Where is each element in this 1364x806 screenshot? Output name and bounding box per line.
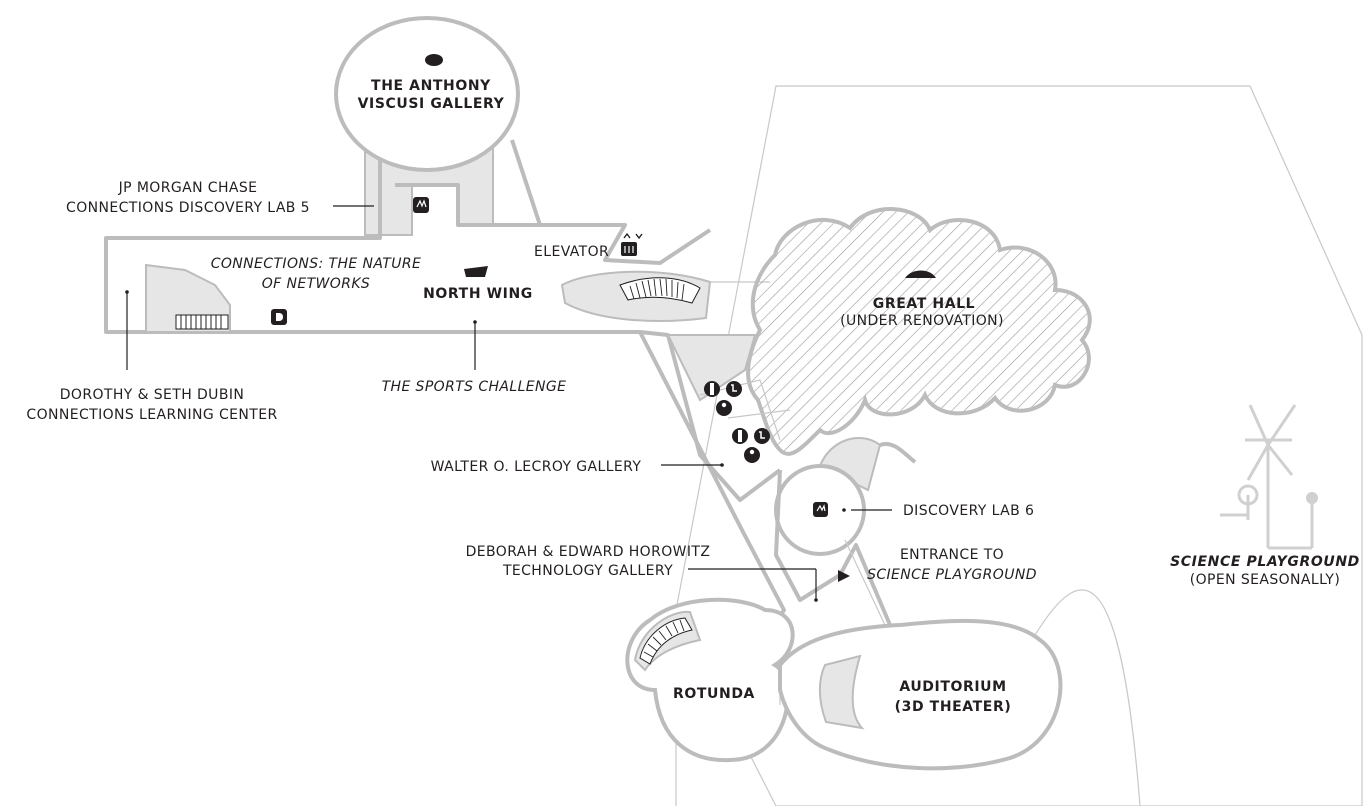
great-hall-note: (UNDER RENOVATION) [840, 313, 1004, 329]
arrow-right-icon [838, 570, 850, 582]
north-wing[interactable] [104, 139, 786, 630]
elevator-label: ELEVATOR [534, 244, 609, 260]
auditorium[interactable] [778, 618, 1063, 771]
horowitz-label-line2: TECHNOLOGY GALLERY [502, 563, 673, 579]
playground-label-line2: (OPEN SEASONALLY) [1190, 572, 1341, 588]
d-icon [271, 309, 287, 325]
family-restroom-icon [716, 400, 732, 416]
viscusi-label-line1: THE ANTHONY [371, 78, 491, 94]
hand-icon [813, 502, 828, 517]
rotunda-label: ROTUNDA [673, 686, 755, 702]
north-wing-label: NORTH WING [423, 286, 533, 302]
jp-morgan-label-line2: CONNECTIONS DISCOVERY LAB 5 [66, 200, 310, 216]
discovery-lab-5-icon [413, 197, 429, 213]
lecroy-gallery[interactable] [639, 330, 791, 502]
dubin-label-line1: DOROTHY & SETH DUBIN [60, 387, 245, 403]
family-restroom-icon [744, 447, 760, 463]
dubin-label-line2: CONNECTIONS LEARNING CENTER [26, 407, 277, 423]
leader-lines [125, 205, 892, 602]
restroom-group-lower [732, 428, 770, 463]
elevator-icon [621, 232, 643, 256]
entrance-label-line2: SCIENCE PLAYGROUND [867, 567, 1037, 583]
restroom-group-upper [704, 381, 742, 416]
horowitz-gallery[interactable] [774, 469, 892, 626]
horowitz-label-line1: DEBORAH & EDWARD HOROWITZ [466, 544, 711, 560]
gallery-marker-icon [425, 54, 443, 66]
discovery-lab-6[interactable] [774, 437, 917, 556]
viscusi-label-line2: VISCUSI GALLERY [358, 96, 505, 112]
auditorium-label-line2: (3D THEATER) [895, 699, 1012, 715]
rotunda[interactable] [625, 597, 795, 763]
wheelchair-icon [754, 428, 770, 444]
great-hall-icon [905, 270, 936, 278]
great-hall[interactable] [746, 207, 1092, 456]
jp-morgan-label-line1: JP MORGAN CHASE [118, 180, 258, 196]
playground-label-line1: SCIENCE PLAYGROUND [1170, 554, 1360, 570]
wheelchair-icon [726, 381, 742, 397]
entrance-label-line1: ENTRANCE TO [900, 547, 1004, 563]
connections-exhibit-line1: CONNECTIONS: THE NATURE [211, 256, 422, 272]
discovery-lab-6-label: DISCOVERY LAB 6 [903, 503, 1034, 519]
auditorium-label-line1: AUDITORIUM [899, 679, 1006, 695]
playground-windmill-icon [1220, 404, 1318, 550]
sports-challenge-label: THE SPORTS CHALLENGE [382, 379, 567, 395]
great-hall-label: GREAT HALL [873, 296, 975, 312]
lecroy-label: WALTER O. LECROY GALLERY [431, 459, 642, 475]
connections-exhibit-line2: OF NETWORKS [262, 276, 370, 292]
